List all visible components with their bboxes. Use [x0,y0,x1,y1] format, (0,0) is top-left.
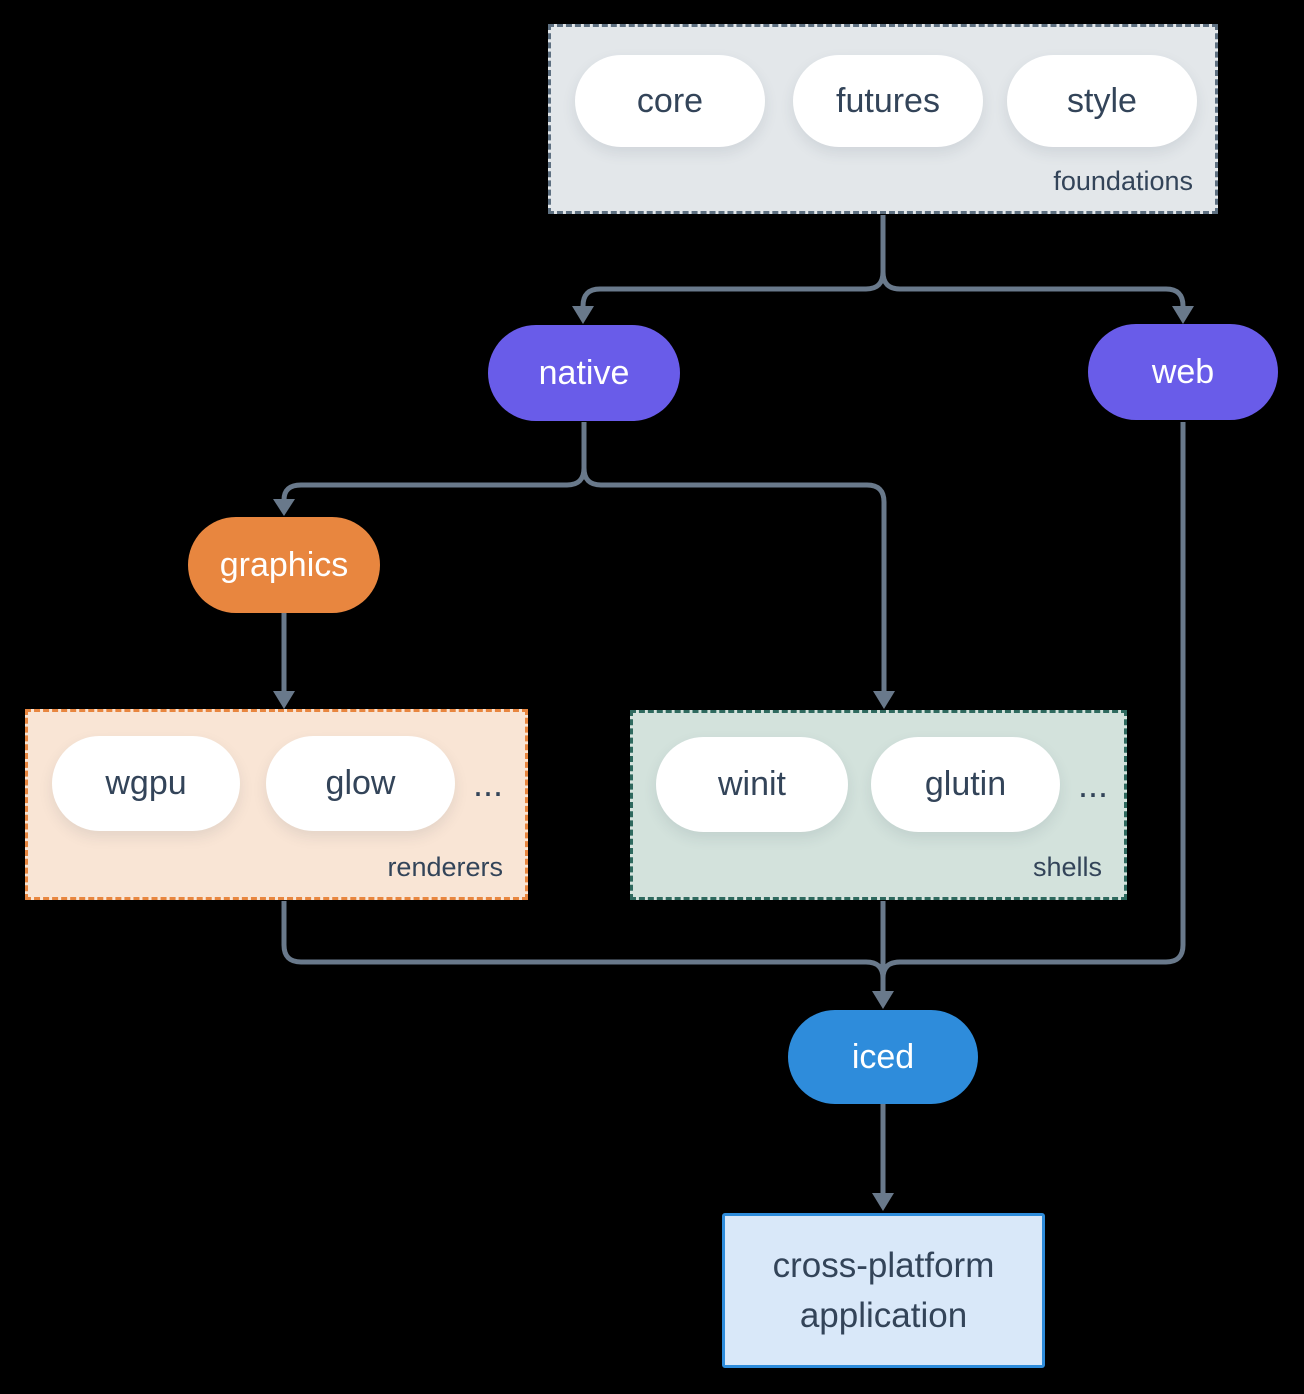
arrowhead-merge-iced [872,991,894,1009]
shells-group: winit glutin ... shells [630,710,1127,900]
node-glutin-label: glutin [924,765,1007,803]
node-style: style [1007,55,1197,147]
arrowhead-foundations-web [1172,306,1194,324]
node-graphics-label: graphics [219,545,349,584]
node-glow: glow [266,736,455,831]
renderers-group-label: renderers [387,852,503,882]
node-application: cross-platform application [722,1213,1045,1368]
node-web: web [1088,324,1278,420]
arrowhead-foundations-native [572,306,594,324]
node-iced: iced [788,1010,978,1104]
renderers-ellipsis: ... [472,762,503,804]
arrowhead-graphics-renderers [273,691,295,709]
foundations-group-label: foundations [1053,166,1193,196]
shells-group-label: shells [1032,852,1102,882]
node-iced-label: iced [851,1037,915,1076]
shells-ellipsis: ... [1077,763,1108,805]
node-application-label: cross-platform application [772,1245,995,1335]
node-web-label: web [1151,352,1215,391]
node-core-label: core [636,81,704,120]
edge-native-graphics [281,422,587,501]
node-winit: winit [656,737,848,832]
node-style-label: style [1067,81,1137,120]
node-futures: futures [793,55,983,147]
renderers-group: wgpu glow ... renderers [25,709,528,900]
node-futures-label: futures [836,81,940,120]
foundations-group: core futures style foundations [548,24,1218,214]
node-glow-label: glow [325,764,396,802]
node-core: core [575,55,765,147]
arrowhead-native-graphics [273,499,295,516]
node-native-label: native [538,353,630,392]
edge-renderers-iced [281,901,886,979]
node-wgpu-label: wgpu [105,764,187,802]
edge-foundations-web [880,215,1186,309]
node-glutin: glutin [871,737,1060,832]
node-native: native [488,325,680,421]
node-graphics: graphics [188,517,380,613]
node-wgpu: wgpu [52,736,240,831]
arrowhead-iced-application [872,1193,894,1211]
edge-native-shells [581,422,887,691]
arrowhead-native-shells [873,691,895,709]
edge-foundations-native [580,215,886,309]
node-winit-label: winit [717,765,787,803]
